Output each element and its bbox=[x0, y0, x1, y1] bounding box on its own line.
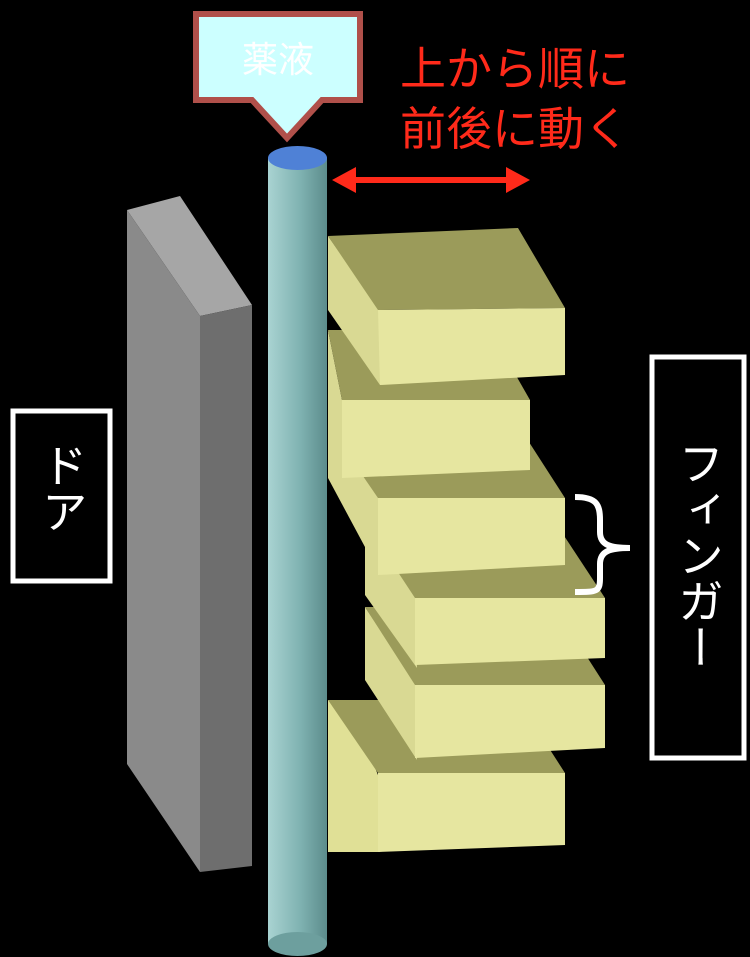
drug-label: 薬液 bbox=[242, 40, 314, 81]
door-front-face bbox=[127, 210, 200, 872]
finger-brace bbox=[574, 494, 631, 595]
door-label-frame bbox=[10, 408, 113, 584]
door-top-face bbox=[127, 196, 252, 316]
door-label-box: ドア bbox=[10, 408, 113, 584]
tube-body bbox=[268, 158, 327, 944]
tube bbox=[268, 146, 327, 956]
arrow-head-left bbox=[332, 167, 356, 193]
back-forth-arrow bbox=[332, 167, 530, 193]
finger-label-box: フィンガー bbox=[649, 354, 747, 761]
arrow-head-right bbox=[506, 167, 530, 193]
finger-label: フィンガー bbox=[671, 440, 725, 670]
drug-input-arrow-shape bbox=[193, 11, 363, 143]
door bbox=[127, 196, 252, 872]
tube-cap bbox=[268, 146, 327, 170]
door-side-face bbox=[200, 305, 252, 872]
fingers bbox=[328, 228, 605, 852]
finger-label-frame bbox=[649, 354, 747, 761]
drug-input-arrow: 薬液 bbox=[193, 11, 363, 143]
door-label: ドア bbox=[35, 442, 89, 534]
motion-text-line2: 前後に動く bbox=[400, 102, 630, 156]
motion-text-line1: 上から順に bbox=[400, 42, 630, 96]
finger-block bbox=[328, 228, 565, 385]
tube-bottom bbox=[268, 932, 327, 956]
motion-description: 上から順に 前後に動く bbox=[400, 42, 630, 156]
